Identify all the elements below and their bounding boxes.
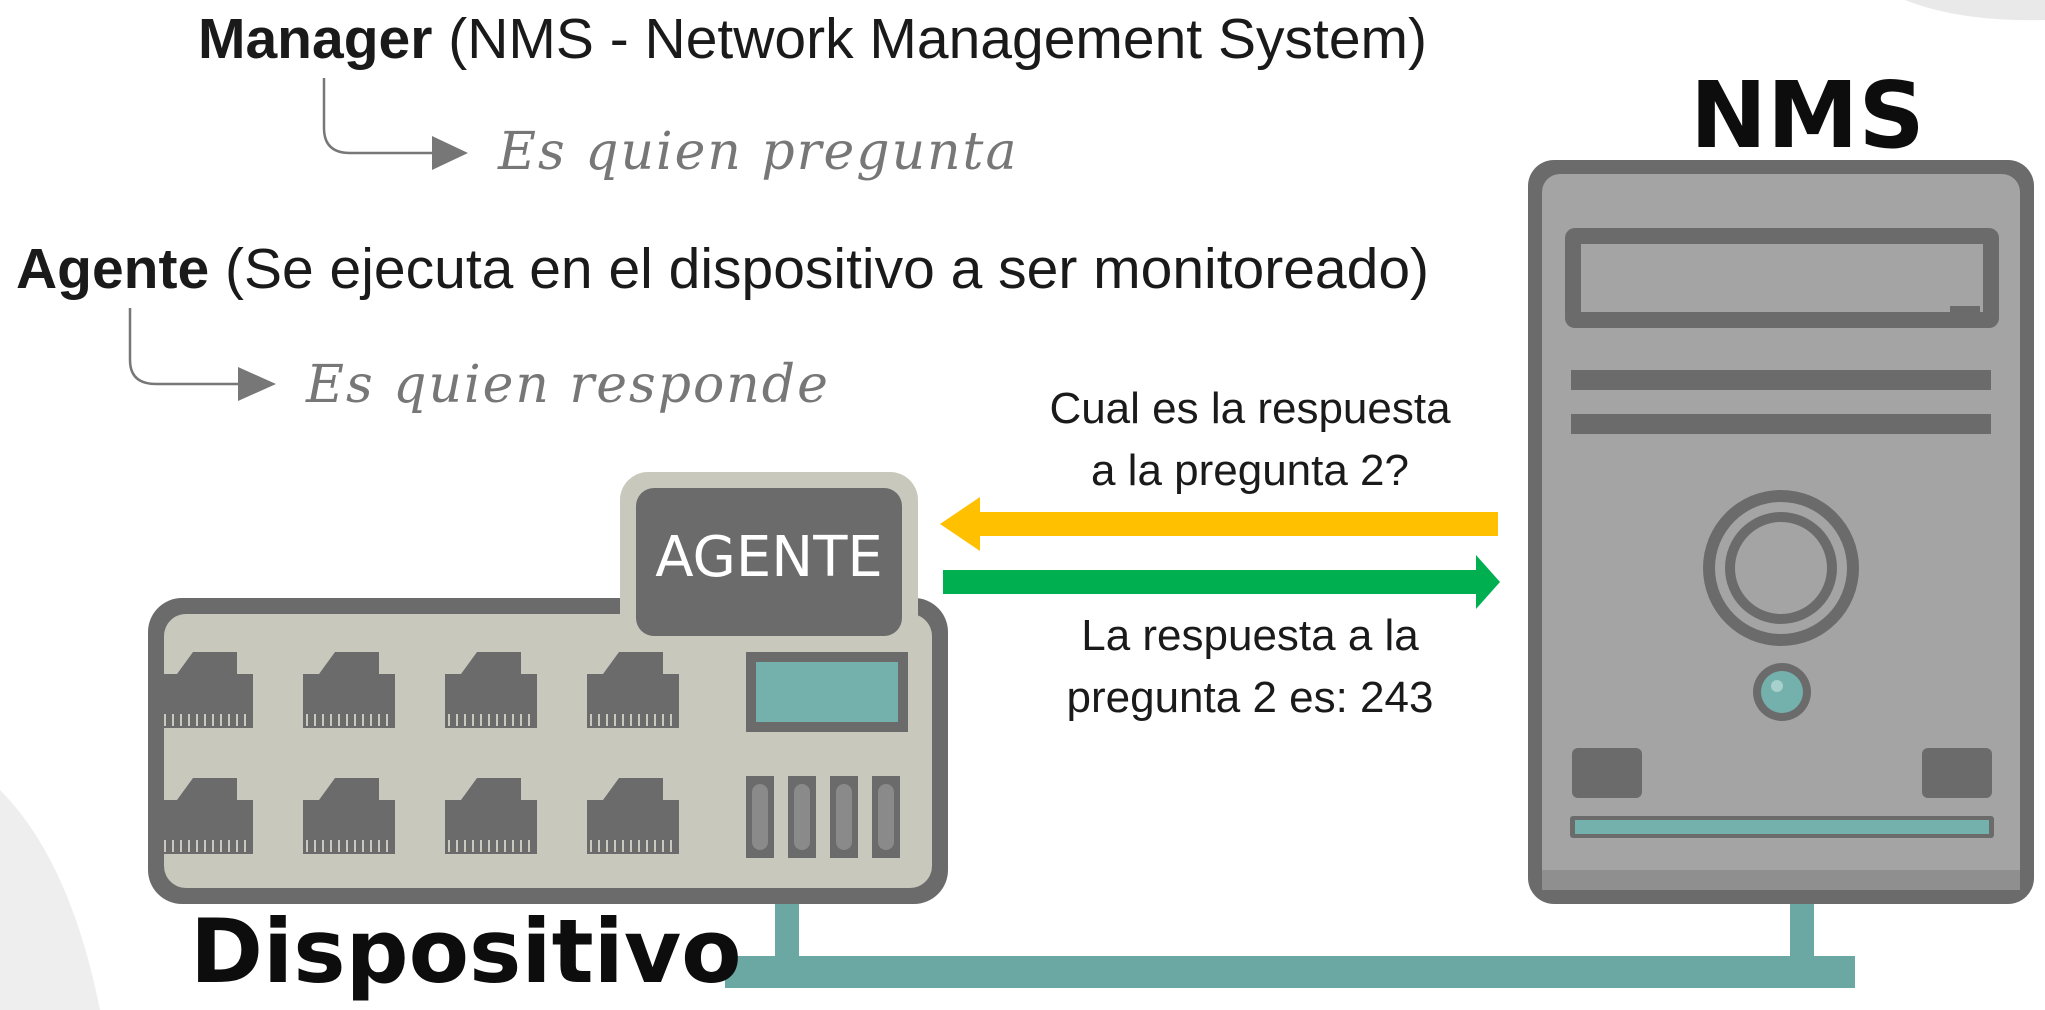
request-message: Cual es la respuesta a la pregunta 2? <box>1010 378 1490 502</box>
decor-swoosh-top-right <box>1905 0 2045 21</box>
port-icon <box>445 778 537 854</box>
agente-definition: Agente (Se ejecuta en el dispositivo a s… <box>16 236 1429 302</box>
response-arrow <box>943 555 1500 609</box>
agent-box-label: AGENTE <box>655 525 883 590</box>
device-screen <box>756 662 898 722</box>
agente-term: Agente <box>16 237 210 301</box>
manager-definition: Manager (NMS - Network Management System… <box>198 6 1427 72</box>
port-icon <box>303 778 395 854</box>
request-message-line2: a la pregunta 2? <box>1090 446 1410 495</box>
manager-connector-arrowhead <box>432 136 468 170</box>
nms-server <box>1528 160 2034 904</box>
port-icon <box>445 652 537 728</box>
agente-description: (Se ejecuta en el dispositivo a ser moni… <box>209 237 1430 301</box>
agent-box <box>620 472 918 652</box>
request-arrow <box>940 497 1498 551</box>
manager-description: (NMS - Network Management System) <box>432 7 1427 71</box>
manager-connector-line <box>322 78 434 155</box>
nms-label: NMS <box>1690 62 1925 169</box>
agente-connector-line <box>128 308 240 386</box>
server-port <box>1572 748 1642 798</box>
agente-note: Es quien responde <box>306 355 830 415</box>
port-icon <box>587 778 679 854</box>
ethernet-ports <box>161 652 679 854</box>
port-icon <box>161 778 253 854</box>
server-vent <box>1571 370 1991 390</box>
manager-note: Es quien pregunta <box>498 122 1019 182</box>
manager-term: Manager <box>198 7 433 71</box>
switch-device <box>148 598 948 904</box>
response-message-line2: pregunta 2 es: 243 <box>1066 673 1434 722</box>
device-slots <box>746 776 900 858</box>
network-cable <box>725 896 1855 988</box>
server-port <box>1922 748 1992 798</box>
port-icon <box>303 652 395 728</box>
port-icon <box>587 652 679 728</box>
request-message-line1: Cual es la respuesta <box>1049 384 1451 433</box>
response-message-line1: La respuesta a la <box>1081 611 1419 660</box>
port-icon <box>161 652 253 728</box>
agente-connector-arrowhead <box>238 367 276 401</box>
server-vent <box>1571 414 1991 434</box>
device-label: Dispositivo <box>190 900 742 1003</box>
response-message: La respuesta a la pregunta 2 es: 243 <box>1010 605 1490 729</box>
decor-swoosh-left <box>0 790 100 1010</box>
